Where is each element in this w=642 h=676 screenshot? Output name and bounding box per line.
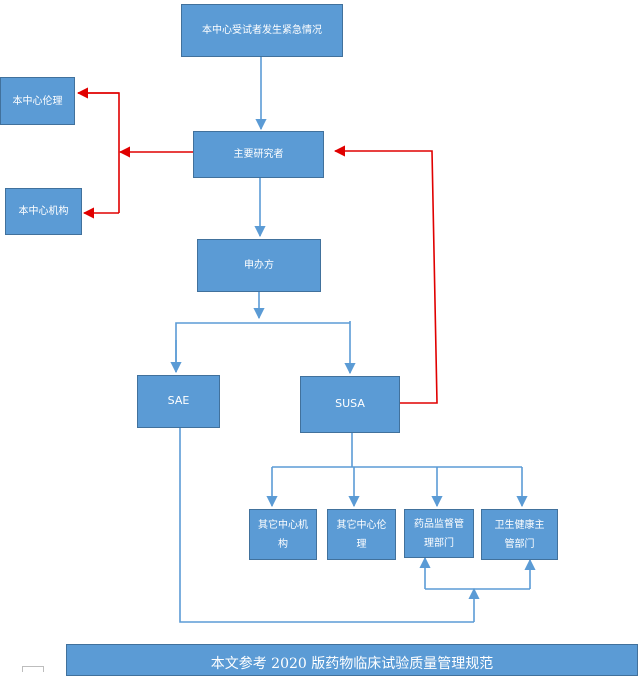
node-institution-label: 本中心机构 [18, 206, 69, 217]
node-susa: SUSA [300, 376, 400, 433]
node-sae: SAE [137, 375, 220, 428]
node-other-institution-label: 其它中心机构 [258, 519, 308, 550]
node-emergency-label: 本中心受试者发生紧急情况 [202, 25, 322, 36]
node-sponsor: 申办方 [197, 239, 321, 292]
corner-mark [22, 666, 44, 672]
footer-text: 本文参考 2020 版药物临床试验质量管理规范 [210, 656, 494, 672]
node-pi: 主要研究者 [193, 131, 324, 178]
node-other-ethics: 其它中心伦理 [327, 509, 396, 560]
node-ethics: 本中心伦理 [0, 77, 75, 125]
node-other-institution: 其它中心机构 [249, 509, 317, 560]
node-pi-label: 主要研究者 [233, 149, 284, 160]
node-sae-label: SAE [167, 394, 190, 408]
footer-banner: 本文参考 2020 版药物临床试验质量管理规范 [66, 644, 638, 676]
node-institution: 本中心机构 [5, 188, 82, 235]
node-sponsor-label: 申办方 [244, 260, 274, 271]
node-drug-regulator: 药品监督管理部门 [404, 509, 474, 558]
edge-left-bus [78, 92, 120, 213]
edge-susa-to-pi [333, 145, 438, 404]
edge-split-bar [175, 322, 350, 372]
node-susa-label: SUSA [335, 397, 365, 411]
node-health-dept-label: 卫生健康主管部门 [494, 519, 545, 550]
edge-sae-loop [179, 428, 474, 623]
node-emergency: 本中心受试者发生紧急情况 [181, 4, 343, 57]
node-other-ethics-label: 其它中心伦理 [336, 519, 387, 550]
node-ethics-label: 本中心伦理 [12, 95, 63, 107]
node-health-dept: 卫生健康主管部门 [481, 509, 558, 560]
node-drug-regulator-label: 药品监督管理部门 [414, 518, 464, 549]
